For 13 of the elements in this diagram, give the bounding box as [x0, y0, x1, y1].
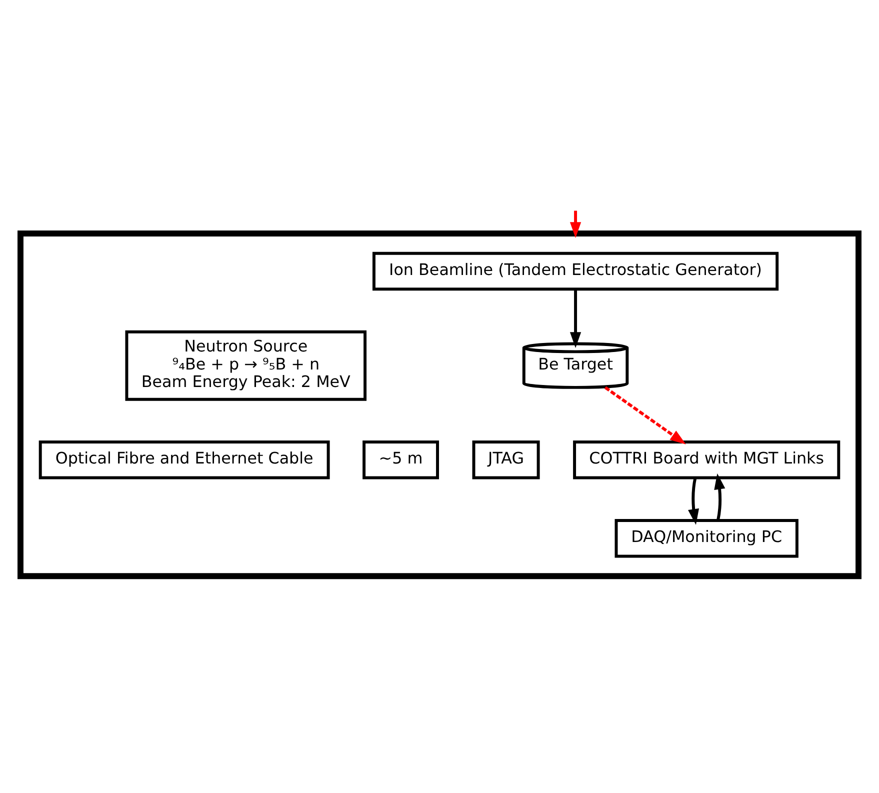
arrow — [688, 477, 700, 524]
node-box: Neutron Source ⁹₄Be + p → ⁹₅B + n Beam Energy Peak: 2 MeV — [125, 330, 367, 400]
node-box: JTAG — [472, 440, 540, 479]
arrow — [714, 472, 726, 520]
node-box: DAQ/Monitoring PC — [614, 518, 798, 558]
arrow — [570, 288, 582, 348]
arrow — [604, 386, 686, 444]
node-box: COTTRI Board with MGT Links — [573, 440, 840, 479]
node-box: Optical Fibre and Ethernet Cable — [38, 440, 330, 479]
cluster — [18, 230, 862, 579]
arrow — [570, 210, 582, 238]
node-box: Ion Beamline (Tandem Electrostatic Generator) — [372, 251, 779, 290]
node-box: ~5 m — [362, 440, 439, 479]
